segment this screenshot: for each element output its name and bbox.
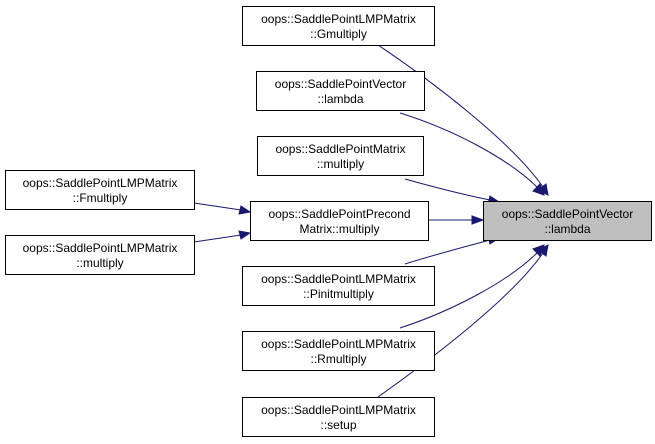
edge-setup-to-target xyxy=(377,252,544,398)
node-matrix-multiply-line2: ::multiply xyxy=(317,157,364,171)
edge-vector-lambda-arrowhead xyxy=(532,183,545,196)
edge-setup-arrowhead xyxy=(537,244,549,257)
edge-lmp-multiply-to-precond xyxy=(193,234,242,243)
edge-vector-lambda-to-target xyxy=(399,112,539,189)
edge-matrix-multiply-to-target xyxy=(404,178,491,201)
node-fmultiply-line2: ::Fmultiply xyxy=(73,191,128,205)
node-rmultiply-line2: ::Rmultiply xyxy=(310,352,366,366)
node-saddlepointprecondmatrix-multiply[interactable]: oops::SaddlePointPrecond Matrix::multipl… xyxy=(250,201,429,241)
node-target-line2: ::lambda xyxy=(544,222,590,236)
node-saddlepointlmpmatrix-gmultiply[interactable]: oops::SaddlePointLMPMatrix ::Gmultiply xyxy=(242,6,435,46)
node-fmultiply-line1: oops::SaddlePointLMPMatrix xyxy=(23,176,178,190)
edge-pinitmultiply-to-target xyxy=(404,239,491,265)
edge-rmultiply-to-target xyxy=(399,251,539,329)
edge-fmultiply-arrowhead xyxy=(238,205,252,215)
edge-precond-arrowhead xyxy=(471,215,485,225)
node-saddlepointlmpmatrix-pinitmultiply[interactable]: oops::SaddlePointLMPMatrix ::Pinitmultip… xyxy=(242,266,435,306)
node-pinitmultiply-line2: ::Pinitmultiply xyxy=(303,287,374,301)
node-saddlepointlmpmatrix-setup[interactable]: oops::SaddlePointLMPMatrix ::setup xyxy=(242,397,435,437)
node-saddlepointlmpmatrix-rmultiply[interactable]: oops::SaddlePointLMPMatrix ::Rmultiply xyxy=(242,331,435,371)
node-saddlepointlmpmatrix-multiply[interactable]: oops::SaddlePointLMPMatrix ::multiply xyxy=(5,235,195,275)
node-gmultiply-line1: oops::SaddlePointLMPMatrix xyxy=(261,12,416,26)
node-pinitmultiply-line1: oops::SaddlePointLMPMatrix xyxy=(261,272,416,286)
node-rmultiply-line1: oops::SaddlePointLMPMatrix xyxy=(261,337,416,351)
node-setup-line1: oops::SaddlePointLMPMatrix xyxy=(261,403,416,417)
node-vector-lambda-line2: ::lambda xyxy=(317,92,363,106)
node-matrix-multiply-line1: oops::SaddlePointMatrix xyxy=(275,142,405,156)
node-target-line1: oops::SaddlePointVector xyxy=(502,207,633,221)
edge-lmp-multiply-arrowhead xyxy=(238,230,252,240)
node-vector-lambda-line1: oops::SaddlePointVector xyxy=(275,77,406,91)
node-gmultiply-line2: ::Gmultiply xyxy=(310,27,367,41)
node-saddlepointvector-lambda[interactable]: oops::SaddlePointVector ::lambda xyxy=(256,71,425,111)
node-target-saddlepointvector-lambda[interactable]: oops::SaddlePointVector ::lambda xyxy=(483,201,652,241)
node-lmp-multiply-line2: ::multiply xyxy=(76,256,123,270)
node-precond-line1: oops::SaddlePointPrecond xyxy=(268,207,410,221)
node-saddlepointlmpmatrix-fmultiply[interactable]: oops::SaddlePointLMPMatrix ::Fmultiply xyxy=(5,170,195,210)
node-saddlepointmatrix-multiply[interactable]: oops::SaddlePointMatrix ::multiply xyxy=(257,136,424,176)
edge-gmultiply-to-target xyxy=(377,44,544,188)
node-precond-line2: Matrix::multiply xyxy=(299,222,379,236)
node-lmp-multiply-line1: oops::SaddlePointLMPMatrix xyxy=(23,241,178,255)
node-setup-line2: ::setup xyxy=(320,418,356,432)
edge-fmultiply-to-precond xyxy=(193,202,242,211)
